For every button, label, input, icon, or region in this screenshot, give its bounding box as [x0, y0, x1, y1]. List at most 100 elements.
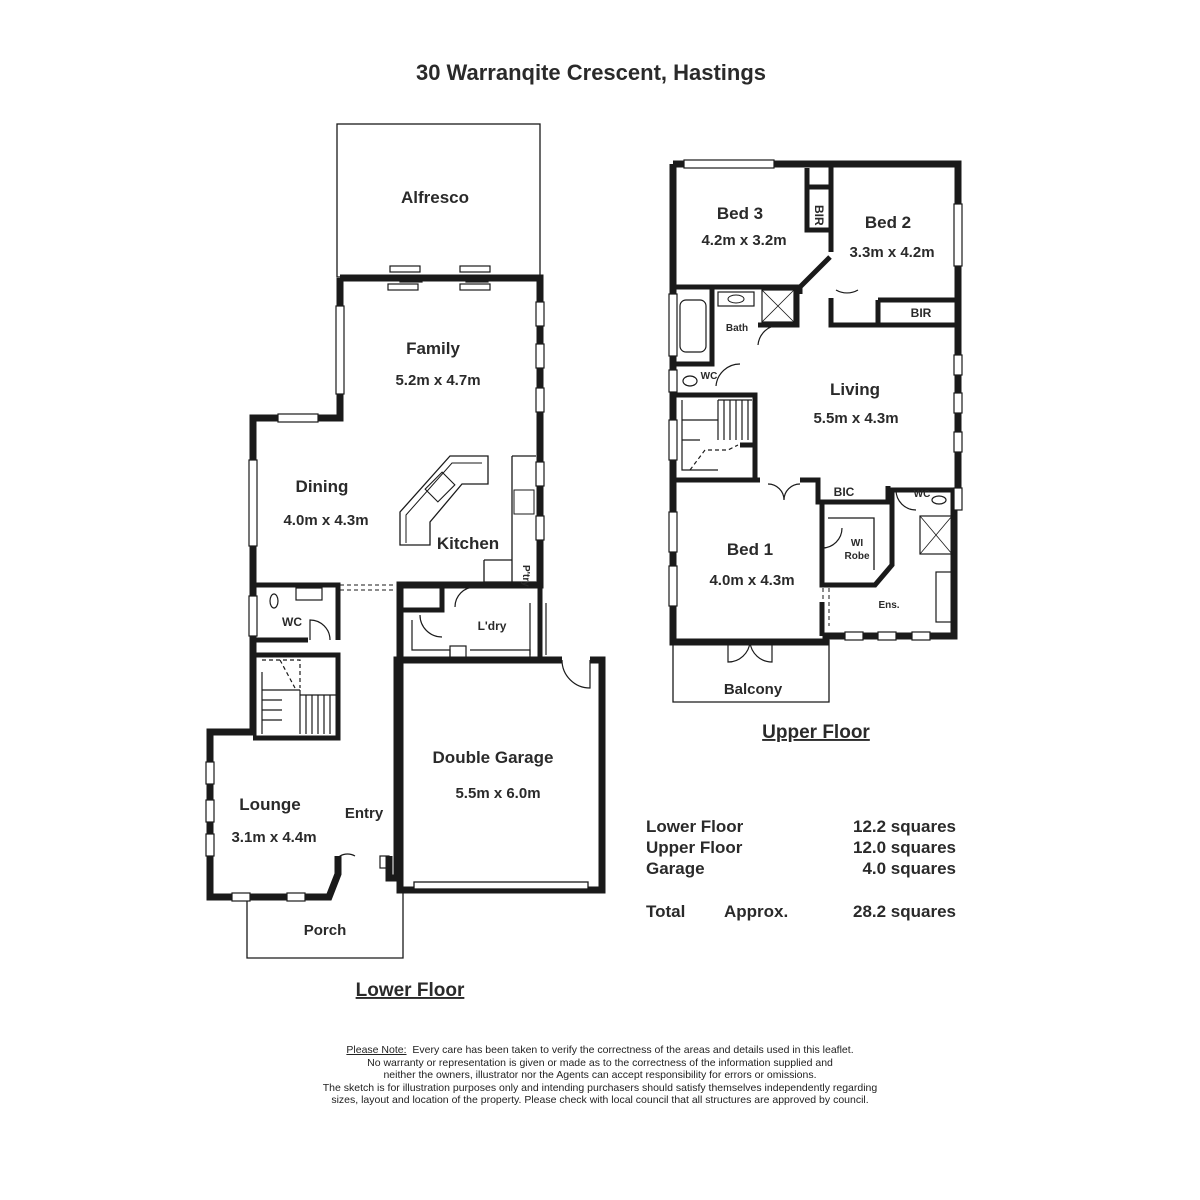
lower-floor-labels: Alfresco Family 5.2m x 4.7m Dining 4.0m … [231, 188, 553, 1001]
area-upper-label: Upper Floor [646, 838, 743, 857]
area-upper-value: 12.0 squares [853, 838, 956, 857]
area-table: Lower Floor 12.2 squares Upper Floor 12.… [646, 817, 956, 921]
kitchen-cooktop [513, 489, 535, 515]
balcony-doors [727, 641, 773, 663]
upper-interior-wall [670, 164, 961, 636]
disclaimer-line-4: The sketch is for illustration purposes … [322, 1081, 878, 1094]
ensuite-toilet [931, 495, 947, 505]
alfresco-sliding-doors [387, 265, 491, 291]
lower-floor [205, 123, 606, 959]
bath-basin [717, 291, 755, 307]
room-bir-bed2: BIR [911, 306, 932, 320]
dining-opening [340, 584, 395, 591]
room-bed3: Bed 3 [717, 204, 763, 223]
room-wc-lower: WC [282, 615, 302, 629]
room-ensuite: Ens. [878, 600, 899, 611]
upper-wc-toilet [682, 375, 698, 387]
pantry-outline [483, 559, 536, 583]
entry-door [339, 853, 356, 874]
room-family: Family [406, 339, 460, 358]
bath-shower [761, 289, 795, 323]
ensuite-door-swing [895, 489, 917, 511]
room-garage: Double Garage [433, 748, 554, 767]
lower-floor-heading: Lower Floor [356, 980, 465, 1001]
balcony-outline [672, 640, 830, 703]
upper-floor-labels: Bed 3 4.2m x 3.2m BIR Bed 2 3.3m x 4.2m … [701, 204, 935, 743]
room-bed3-dim: 4.2m x 3.2m [701, 232, 786, 249]
room-bath: Bath [726, 323, 748, 334]
entry-sidelight [379, 855, 390, 869]
area-total-label: Total [646, 902, 685, 921]
laundry-door-swing [419, 614, 443, 638]
bath-basin-bowl [727, 294, 745, 304]
bed1-door-swing [767, 483, 801, 501]
area-garage-label: Garage [646, 859, 705, 878]
area-lower-value: 12.2 squares [853, 817, 956, 836]
lower-windows [205, 301, 545, 902]
ensuite-vanity [935, 571, 955, 623]
garage-access-door [561, 659, 591, 689]
wc-toilet [269, 593, 279, 609]
garage-wall [396, 656, 606, 894]
upper-wc-door-swing [715, 363, 741, 387]
room-lounge-dim: 3.1m x 4.4m [231, 829, 316, 846]
porch-outline [246, 892, 404, 959]
room-living: Living [830, 380, 880, 399]
wirobe-door-swing [821, 527, 843, 549]
disclaimer-line-5: sizes, layout and location of the proper… [331, 1094, 869, 1106]
area-total-value: 28.2 squares [853, 902, 956, 921]
ensuite-dashed-opening [822, 588, 830, 626]
room-bed1-dim: 4.0m x 4.3m [709, 572, 794, 589]
room-wc-ensuite: WC [914, 489, 931, 500]
disclaimer-line-3: neither the owners, illustrator nor the … [383, 1069, 817, 1081]
disclaimer-lead: Please Note: [346, 1044, 407, 1056]
upper-floor-heading: Upper Floor [762, 722, 870, 743]
bath-tub [679, 299, 707, 353]
laundry-cupboard [529, 603, 547, 655]
bed2-door-swing [835, 289, 859, 294]
room-garage-dim: 5.5m x 6.0m [455, 785, 540, 802]
room-entry: Entry [345, 805, 384, 822]
kitchen-island [399, 455, 489, 546]
room-bed2-dim: 3.3m x 4.2m [849, 244, 934, 261]
room-bic: BIC [834, 485, 855, 499]
wc-basin [295, 587, 323, 601]
bath-door-swing [757, 324, 781, 346]
area-total-approx: Approx. [724, 902, 788, 921]
upper-windows [668, 159, 963, 641]
room-bir-bed3: BIR [812, 205, 826, 226]
room-laundry: L'dry [478, 619, 507, 633]
room-dining-dim: 4.0m x 4.3m [283, 512, 368, 529]
laundry-bench [411, 620, 531, 663]
plan-title: 30 Warranqite Crescent, Hastings [416, 60, 766, 85]
laundry-tub [449, 645, 467, 661]
disclaimer-line-1: Please Note: Every care has been taken t… [280, 1044, 920, 1057]
laundry-wall [397, 585, 543, 663]
upper-floor [668, 159, 963, 703]
bath-shower-cross [761, 289, 795, 323]
room-wc-upper: WC [701, 371, 718, 382]
kitchen-sink [424, 471, 456, 503]
room-bed1: Bed 1 [727, 540, 773, 559]
upper-stairs [681, 399, 752, 471]
room-wirobe-line1: WI [851, 538, 863, 549]
room-balcony: Balcony [724, 681, 783, 698]
wirobe-walls [828, 517, 875, 570]
disclaimer-line-2: No warranty or representation is given o… [367, 1056, 833, 1069]
room-kitchen: Kitchen [437, 534, 499, 553]
room-bed2: Bed 2 [865, 213, 911, 232]
ensuite-shower [919, 515, 953, 555]
room-dining: Dining [296, 477, 349, 496]
room-family-dim: 5.2m x 4.7m [395, 372, 480, 389]
room-wirobe-line2: Robe [845, 551, 870, 562]
kitchen-island-inner [405, 462, 482, 543]
kitchen-stair-door [454, 586, 476, 608]
lower-interior-wall [253, 582, 341, 741]
disclaimer-text-1: Every care has been taken to verify the … [412, 1044, 854, 1056]
garage-door [413, 881, 589, 890]
kitchen-rear-bench [511, 455, 536, 585]
room-alfresco: Alfresco [401, 188, 469, 207]
room-living-dim: 5.5m x 4.3m [813, 410, 898, 427]
lower-stairs [261, 659, 336, 734]
room-lounge: Lounge [239, 795, 300, 814]
